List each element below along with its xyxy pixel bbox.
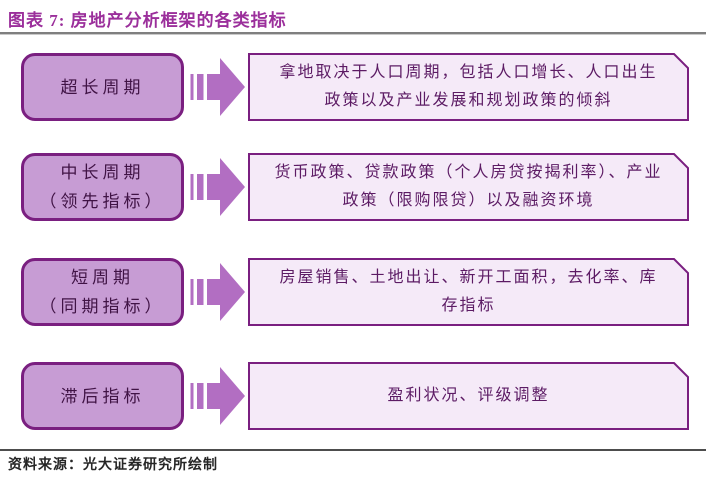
stage-label: 超长周期 [60, 77, 145, 97]
stage-box: 超长周期 [21, 53, 184, 121]
stage-label: 中长周期 （领先指标） [39, 163, 166, 211]
stage-box: 短周期 （同期指标） [21, 258, 184, 326]
indicators-box: 盈利状况、评级调整 [248, 362, 689, 430]
indicators-label: 房屋销售、土地出让、新开工面积，去化率、库存指标 [279, 269, 658, 314]
striped-right-arrow-icon [190, 157, 246, 217]
indicators-label: 盈利状况、评级调整 [387, 387, 550, 404]
indicators-box: 拿地取决于人口周期，包括人口增长、人口出生政策以及产业发展和规划政策的倾斜 [248, 53, 689, 121]
framework-row-super-long-cycle: 超长周期 拿地取决于人口周期，包括人口增长、人口出生政策以及产业发展和规划政策的… [0, 53, 706, 121]
striped-right-arrow-icon [190, 57, 246, 117]
indicators-box: 货币政策、贷款政策（个人房贷按揭利率）、产业政策（限购限贷）以及融资环境 [248, 153, 689, 221]
striped-right-arrow-icon [190, 262, 246, 322]
stage-box: 中长周期 （领先指标） [21, 153, 184, 221]
indicators-label: 拿地取决于人口周期，包括人口增长、人口出生政策以及产业发展和规划政策的倾斜 [279, 64, 658, 109]
source-note: 资料来源：光大证券研究所绘制 [8, 458, 218, 473]
footer-divider [0, 449, 706, 451]
stage-box: 滞后指标 [21, 362, 184, 430]
striped-right-arrow-icon [190, 366, 246, 426]
framework-row-lagging: 滞后指标 盈利状况、评级调整 [0, 362, 706, 430]
title-divider [0, 32, 706, 35]
indicators-label: 货币政策、贷款政策（个人房贷按揭利率）、产业政策（限购限贷）以及融资环境 [274, 164, 663, 209]
stage-label: 短周期 （同期指标） [39, 268, 166, 316]
indicators-box: 房屋销售、土地出让、新开工面积，去化率、库存指标 [248, 258, 689, 326]
framework-row-mid-long-cycle: 中长周期 （领先指标） 货币政策、贷款政策（个人房贷按揭利率）、产业政策（限购限… [0, 153, 706, 221]
figure-title: 图表 7: 房地产分析框架的各类指标 [8, 11, 287, 30]
stage-label: 滞后指标 [60, 386, 145, 406]
framework-row-short-cycle: 短周期 （同期指标） 房屋销售、土地出让、新开工面积，去化率、库存指标 [0, 258, 706, 326]
